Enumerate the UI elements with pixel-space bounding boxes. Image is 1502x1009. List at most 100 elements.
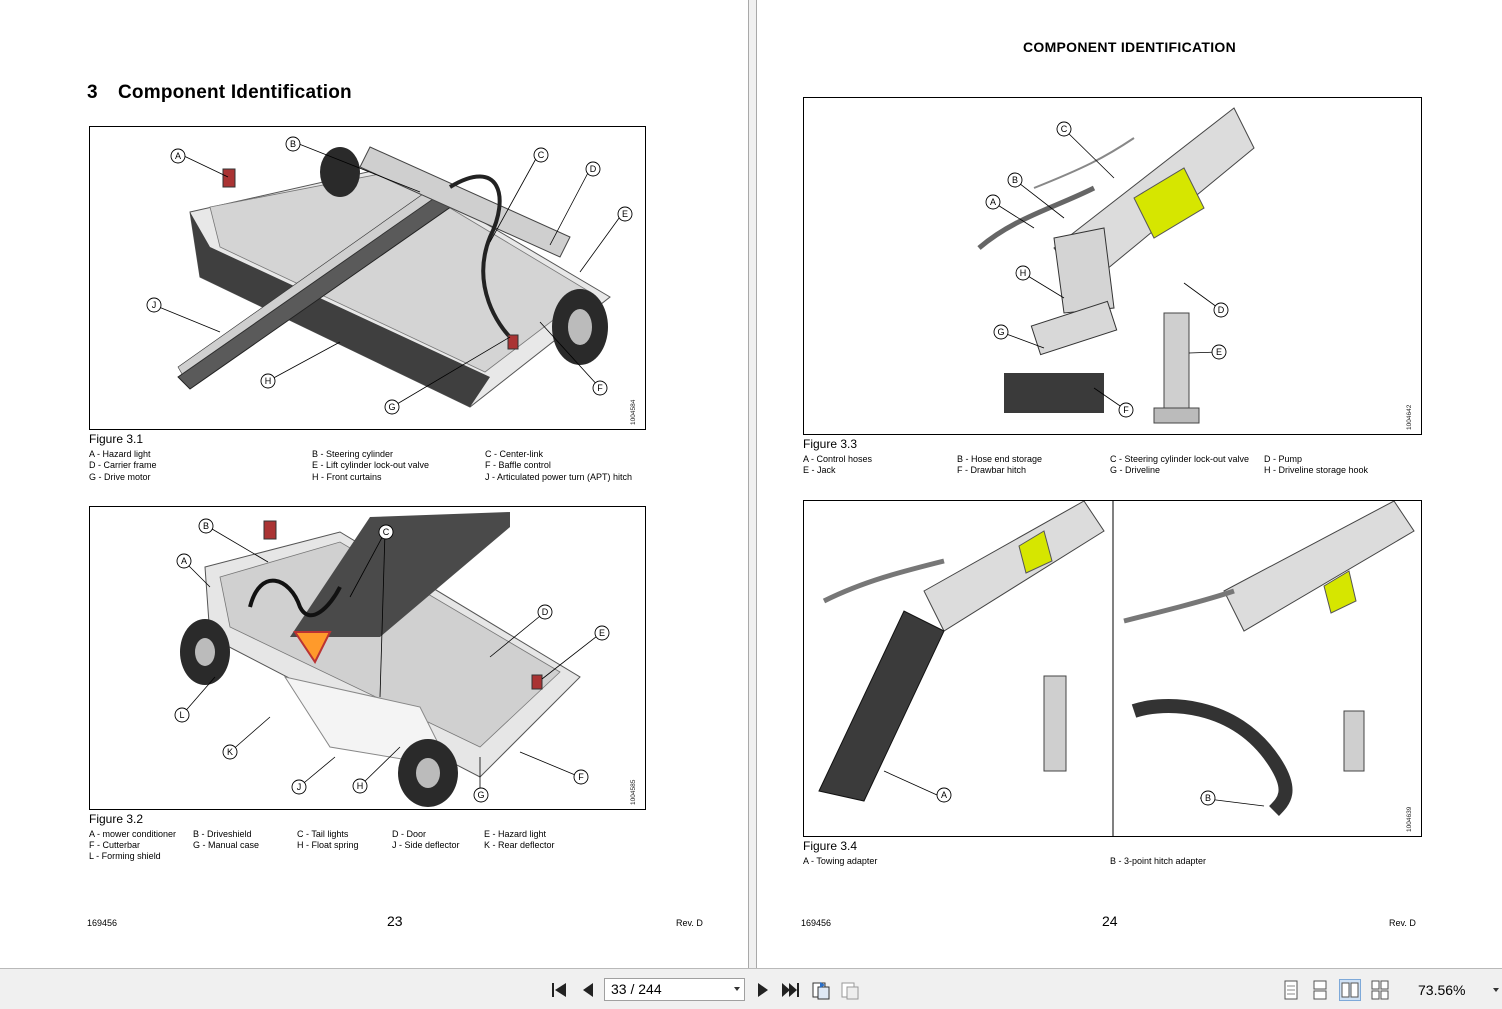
legend-item: D - Pump (1264, 454, 1303, 464)
legend-item: J - Side deflector (392, 840, 460, 850)
legend-item: H - Front curtains (312, 472, 382, 482)
continuous-icon[interactable] (1309, 979, 1331, 1001)
zoom-dropdown-icon[interactable] (1493, 988, 1499, 992)
figure-caption: Figure 3.2 (89, 812, 144, 826)
legend-item: D - Carrier frame (89, 460, 157, 470)
callout-d: D (1218, 305, 1225, 315)
legend-item: A - mower conditioner (89, 829, 177, 839)
callout-h: H (265, 376, 272, 386)
callout-c: C (1061, 124, 1068, 134)
legend-item: B - Hose end storage (957, 454, 1043, 464)
callout-f: F (578, 772, 584, 782)
legend-item: A - Control hoses (803, 454, 873, 464)
callout-e: E (599, 628, 605, 638)
legend-item: B - Driveshield (193, 829, 252, 839)
legend-item: E - Hazard light (484, 829, 547, 839)
legend-item: C - Center-link (485, 449, 544, 459)
page-number-input[interactable]: 33 / 244 (604, 978, 745, 1001)
callout-h: H (357, 781, 364, 791)
forward-view-icon[interactable] (839, 979, 861, 1001)
legend-item: G - Driveline (1110, 465, 1161, 475)
legend-item: A - Towing adapter (803, 856, 878, 866)
figure-3-4: A B 1004639 (803, 500, 1422, 837)
legend-item: F - Drawbar hitch (957, 465, 1027, 475)
figure-3-3: A B C D E F G H 1004642 (803, 97, 1422, 435)
page-indicator: 33 / 244 (611, 981, 662, 997)
single-page-icon[interactable] (1280, 979, 1302, 1001)
callout-f: F (597, 383, 603, 393)
footer-revision: Rev. D (1389, 918, 1416, 928)
legend-item: B - 3-point hitch adapter (1110, 856, 1207, 866)
callout-c: C (383, 527, 390, 537)
next-page-icon[interactable] (752, 979, 774, 1001)
hitch-illustration: A B C D E F G H (977, 107, 1255, 424)
mower-rear-illustration: A B C D E F G H J K L (174, 512, 610, 807)
back-view-icon[interactable] (810, 979, 832, 1001)
viewer-toolbar (0, 968, 1502, 1009)
first-page-icon[interactable] (548, 979, 570, 1001)
callout-h: H (1020, 268, 1027, 278)
legend-item: G - Drive motor (89, 472, 151, 482)
callout-b: B (1012, 175, 1018, 185)
callout-j: J (297, 782, 302, 792)
callout-d: D (542, 607, 549, 617)
figure-caption: Figure 3.4 (803, 839, 858, 853)
callout-g: G (997, 327, 1004, 337)
callout-g: G (477, 790, 484, 800)
chevron-down-icon[interactable] (734, 987, 740, 991)
legend-item: H - Driveline storage hook (1264, 465, 1369, 475)
legend-item: E - Jack (803, 465, 836, 475)
footer-revision: Rev. D (676, 918, 703, 928)
callout-f: F (1123, 405, 1129, 415)
callout-g: G (388, 402, 395, 412)
legend-item: B - Steering cylinder (312, 449, 394, 459)
page-gutter (748, 0, 757, 968)
figure-id: 1004639 (1406, 806, 1413, 832)
figure-3-2: A B C D E F G H J K L 1004585 (89, 506, 646, 810)
last-page-icon[interactable] (780, 979, 802, 1001)
figure-3-1: A B C D E F G H J 1004584 (89, 126, 646, 430)
callout-e: E (1216, 347, 1222, 357)
legend-item: C - Tail lights (297, 829, 349, 839)
figure-legend: A - mower conditioner B - Driveshield C … (89, 829, 649, 865)
continuous-facing-icon[interactable] (1369, 979, 1391, 1001)
prev-page-icon[interactable] (577, 979, 599, 1001)
callout-a: A (181, 556, 187, 566)
callout-c: C (538, 150, 545, 160)
legend-item: F - Baffle control (485, 460, 551, 470)
legend-item: G - Manual case (193, 840, 260, 850)
callout-e: E (622, 209, 628, 219)
figure-caption: Figure 3.3 (803, 437, 858, 451)
legend-item: H - Float spring (297, 840, 359, 850)
mower-top-illustration: A B C D E F G H J (146, 136, 633, 415)
callout-b: B (1205, 793, 1211, 803)
figure-id: 1004585 (630, 779, 637, 805)
legend-item: J - Articulated power turn (APT) hitch (485, 472, 633, 482)
running-head: COMPONENT IDENTIFICATION (1022, 39, 1237, 55)
facing-icon[interactable] (1339, 979, 1361, 1001)
legend-item: F - Cutterbar (89, 840, 141, 850)
document-page-right: COMPONENT IDENTIFICATION (757, 0, 1502, 968)
callout-j: J (152, 300, 157, 310)
figure-legend: A - Towing adapter B - 3-point hitch ada… (803, 856, 1423, 868)
legend-item: E - Lift cylinder lock-out valve (312, 460, 430, 470)
callout-b: B (290, 139, 296, 149)
legend-item: L - Forming shield (89, 851, 161, 861)
footer-page-number: 24 (1102, 913, 1118, 929)
footer-doc-number: 169456 (87, 918, 118, 928)
callout-b: B (203, 521, 209, 531)
figure-caption: Figure 3.1 (89, 432, 144, 446)
zoom-level[interactable]: 73.56% (1418, 982, 1466, 998)
footer-page-number: 23 (387, 913, 403, 929)
footer-doc-number: 169456 (801, 918, 832, 928)
callout-a: A (990, 197, 996, 207)
callout-a: A (941, 790, 947, 800)
callout-d: D (590, 164, 597, 174)
legend-item: C - Steering cylinder lock-out valve (1110, 454, 1250, 464)
chapter-title-text: Component Identification (118, 82, 352, 103)
adapters-illustration: A B (818, 501, 1415, 836)
legend-item: K - Rear deflector (484, 840, 555, 850)
figure-id: 1004642 (1406, 404, 1413, 430)
